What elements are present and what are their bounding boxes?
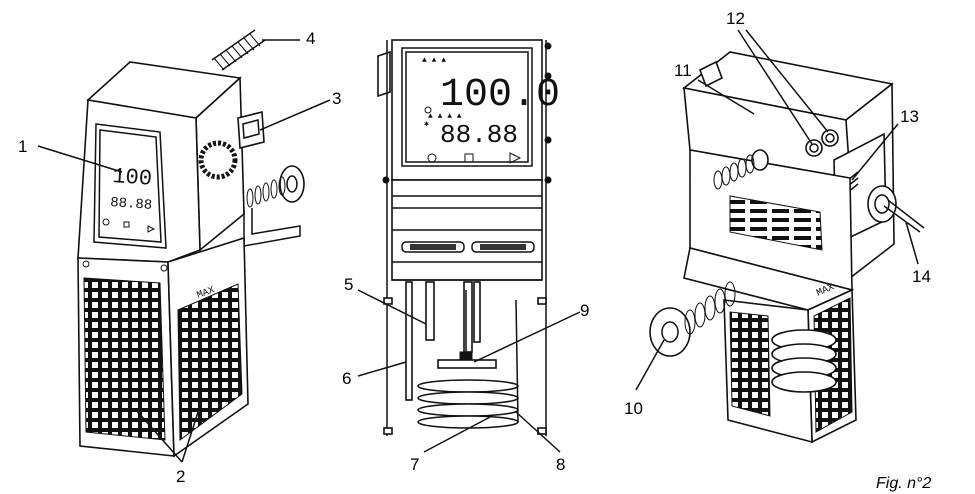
callout-6: 6 bbox=[342, 369, 351, 388]
left-view: 100 88.88 M bbox=[77, 29, 305, 458]
leader-lines bbox=[37, 29, 919, 463]
callout-labels: 1 2 3 4 5 6 7 8 9 10 11 12 13 14 bbox=[18, 9, 931, 486]
callout-2: 2 bbox=[176, 467, 185, 486]
clamp-knob bbox=[867, 185, 925, 233]
bottom-readout: 88.88 bbox=[440, 120, 518, 150]
heater-coil bbox=[417, 299, 519, 429]
svg-text:88.88: 88.88 bbox=[110, 195, 153, 214]
callout-3: 3 bbox=[332, 89, 341, 108]
temperature-probe bbox=[425, 281, 435, 341]
display-readout: ▲ ▲ ▲ 100.0 ▲ ▲ ▲ ▲ 88.88 ✱ bbox=[422, 56, 560, 164]
center-view: ▲ ▲ ▲ 100.0 ▲ ▲ ▲ ▲ 88.88 ✱ bbox=[377, 39, 560, 436]
svg-text:▲ ▲ ▲: ▲ ▲ ▲ bbox=[422, 56, 446, 65]
callout-7: 7 bbox=[410, 455, 419, 474]
removed-clamp-screw bbox=[649, 281, 736, 357]
callout-13: 13 bbox=[900, 107, 919, 126]
callout-9: 9 bbox=[580, 301, 589, 320]
power-switch bbox=[237, 110, 265, 150]
callout-10: 10 bbox=[624, 399, 643, 418]
impeller bbox=[437, 359, 497, 369]
level-sensor bbox=[405, 281, 413, 401]
cable-gland-rear bbox=[211, 29, 266, 71]
display-panel-front: 100 88.88 bbox=[93, 123, 167, 249]
callout-14: 14 bbox=[912, 267, 931, 286]
top-readout: 100.0 bbox=[440, 73, 560, 118]
clamp-screw bbox=[243, 165, 305, 247]
figure-caption: Fig. n°2 bbox=[876, 475, 931, 492]
right-view: MAX bbox=[649, 51, 925, 444]
callout-11: 11 bbox=[674, 61, 692, 80]
callout-4: 4 bbox=[306, 29, 315, 48]
svg-text:▲ ▲ ▲ ▲: ▲ ▲ ▲ ▲ bbox=[428, 112, 462, 121]
callout-1: 1 bbox=[18, 137, 27, 156]
callout-8: 8 bbox=[556, 455, 565, 474]
svg-text:✱: ✱ bbox=[424, 120, 429, 129]
cable-gland-side bbox=[713, 149, 769, 190]
side-vent bbox=[198, 140, 238, 180]
callout-5: 5 bbox=[344, 275, 353, 294]
callout-12: 12 bbox=[726, 9, 745, 28]
svg-text:100: 100 bbox=[112, 164, 153, 192]
